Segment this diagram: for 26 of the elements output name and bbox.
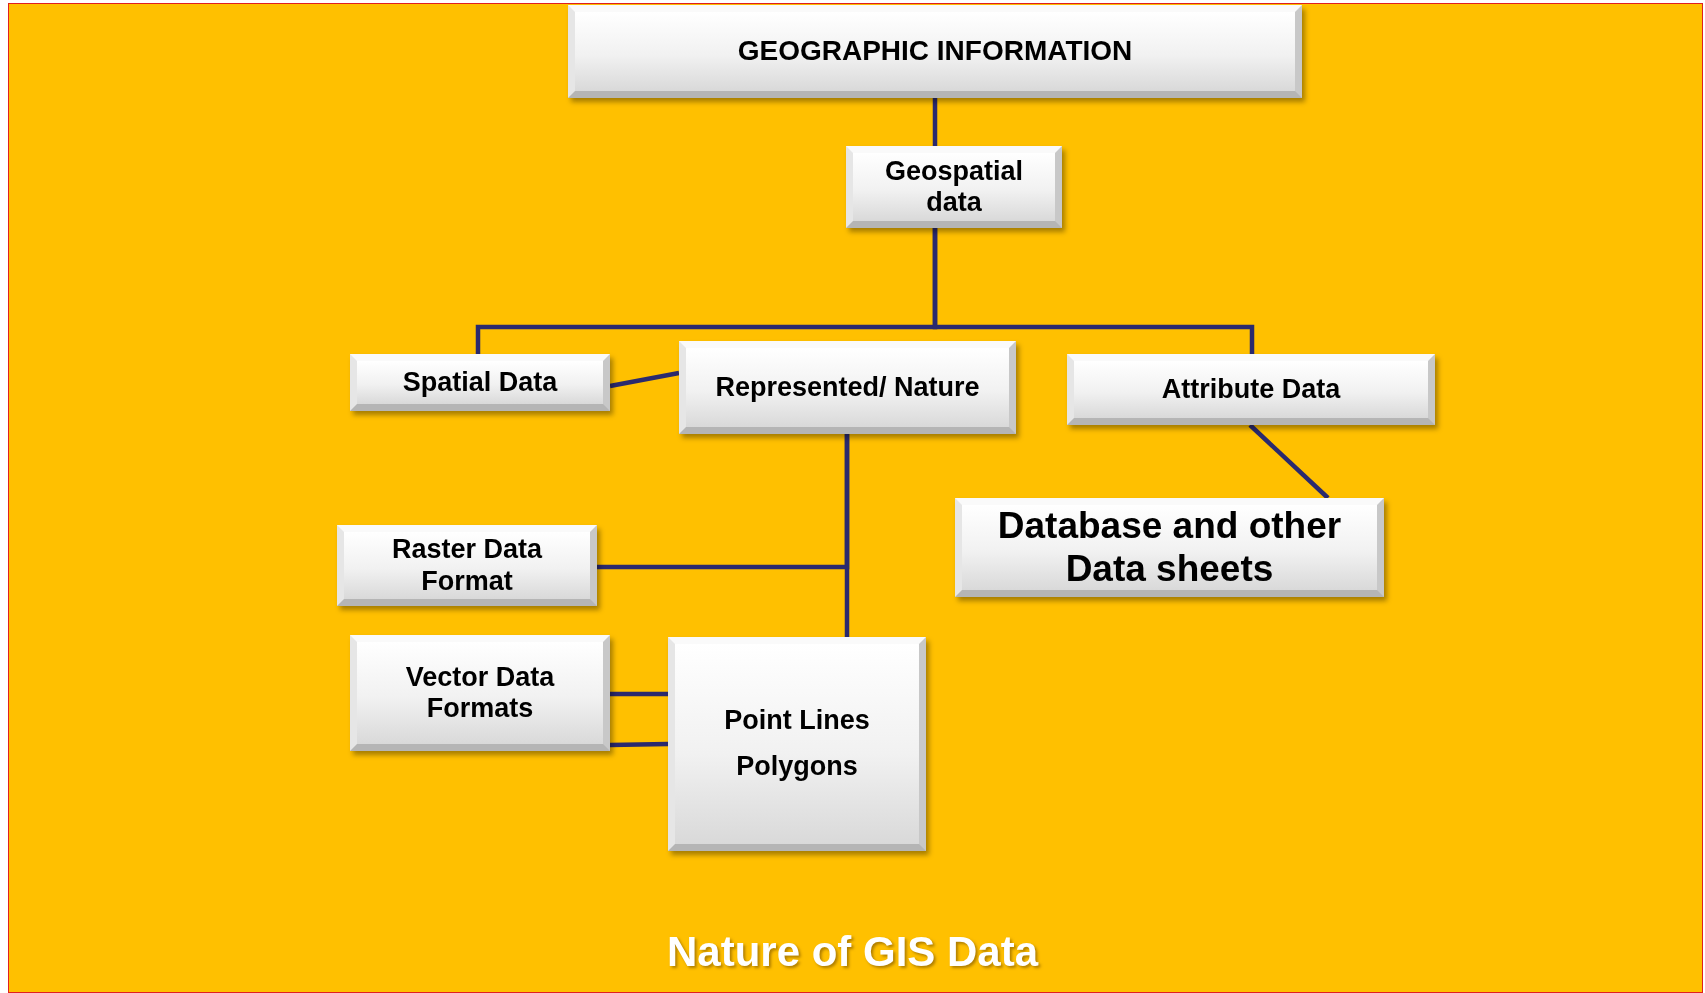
connector-line — [610, 691, 668, 697]
box-label: Raster Data Format — [390, 534, 544, 597]
process-box — [955, 498, 1384, 597]
connector-line — [932, 98, 938, 146]
process-box — [846, 146, 1062, 228]
process-box — [350, 635, 610, 751]
process-box — [679, 341, 1016, 434]
box-label: Geospatial data — [883, 155, 1024, 219]
process-box — [668, 637, 926, 851]
connector-line — [597, 434, 850, 570]
box-label: Vector Data Formats — [404, 661, 556, 725]
box-label: GEOGRAPHIC INFORMATION — [737, 35, 1133, 68]
box-label: Attribute Data — [1161, 373, 1341, 405]
process-box — [1067, 354, 1435, 425]
connector-line — [609, 370, 680, 389]
box-label: Database and other Data sheets — [996, 504, 1343, 591]
caption: Nature of GIS Data — [666, 928, 1039, 975]
box-label: Represented/ Nature — [715, 371, 980, 403]
connector-line — [609, 741, 669, 748]
connector-line — [1248, 423, 1330, 500]
box-label: Point Lines Polygons — [723, 704, 871, 783]
process-box — [568, 5, 1302, 98]
process-box — [350, 354, 610, 411]
connector-line — [932, 228, 1255, 354]
box-label: Spatial Data — [402, 366, 558, 398]
process-box — [337, 525, 597, 606]
